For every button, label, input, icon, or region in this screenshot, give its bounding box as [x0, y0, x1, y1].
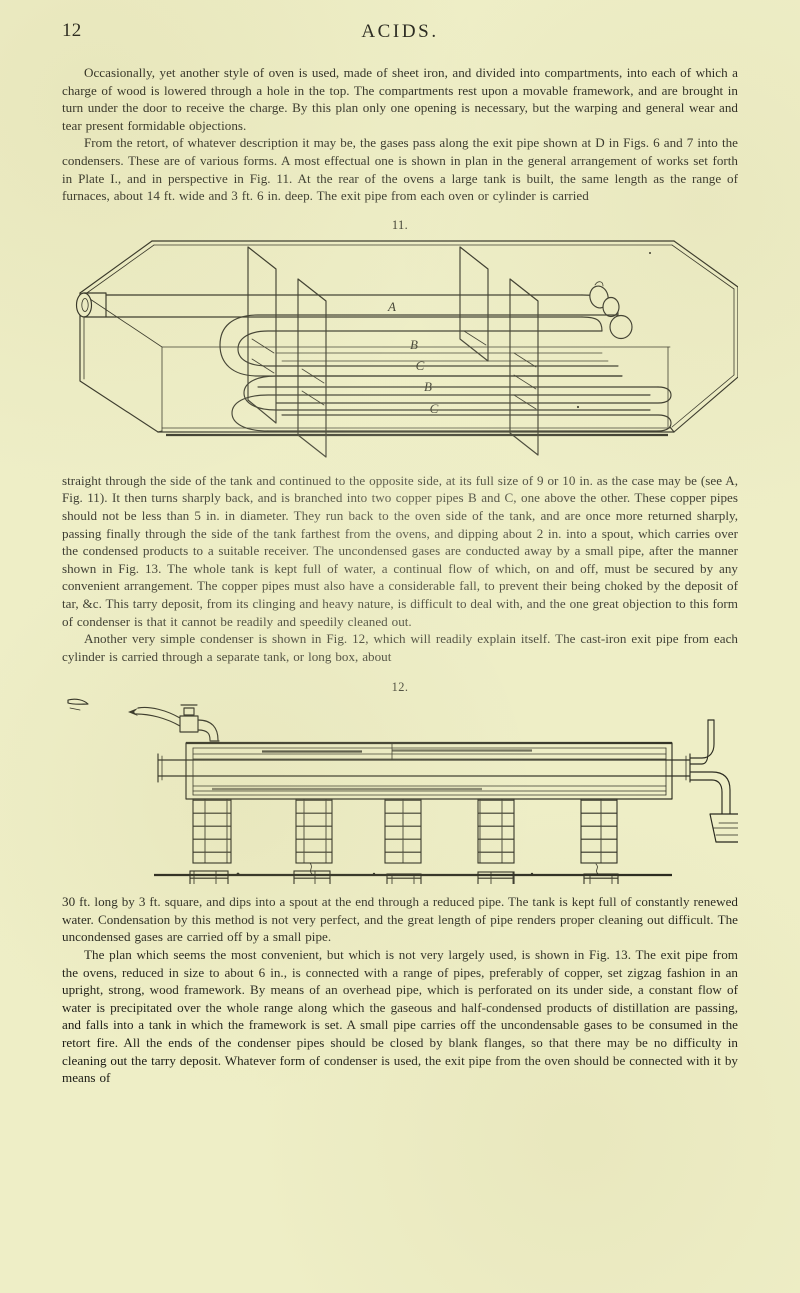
brick-pillar [293, 798, 333, 885]
figure-11-number: 11. [391, 217, 409, 232]
figure-12-number: 12. [391, 680, 409, 695]
paragraph-6: The plan which seems the most convenient… [62, 947, 738, 1086]
receiver-spout-pipe [689, 771, 731, 819]
figure-11-label-C-lower: C [430, 401, 439, 416]
paragraph-2: From the retort, of whatever description… [62, 135, 738, 204]
brick-pillar [477, 798, 515, 885]
brick-pillar [580, 798, 619, 885]
running-head: 12 ACIDS. [62, 20, 738, 54]
paragraph-1: Occasionally, yet another style of oven … [62, 65, 738, 133]
brick-pillar [384, 798, 422, 885]
receiver-bucket [709, 813, 738, 843]
brick-pillar [189, 798, 232, 885]
running-head-title: ACIDS. [361, 21, 439, 42]
figure-11-label-A: A [387, 299, 396, 314]
figure-12: 12. [62, 680, 738, 885]
figure-12-drawing [67, 698, 738, 885]
figure-11-label-B-upper: B [410, 337, 418, 352]
gas-offtake-pipe [689, 719, 715, 765]
figure-11-label-B-lower: B [424, 379, 432, 394]
page-content: 12 ACIDS. Occasionally, yet another styl… [62, 0, 738, 1293]
page-folio-number: 12 [62, 20, 82, 41]
paragraph-3: straight through the side of the tank an… [62, 472, 738, 629]
paragraph-4: Another very simple condenser is shown i… [62, 631, 738, 664]
paragraph-5: 30 ft. long by 3 ft. square, and dips in… [62, 894, 738, 945]
water-tap-icon [128, 704, 220, 742]
figure-11: 11. [62, 218, 738, 463]
figure-11-drawing: A B C B C [75, 240, 738, 458]
figure-11-label-C-upper: C [416, 358, 425, 373]
